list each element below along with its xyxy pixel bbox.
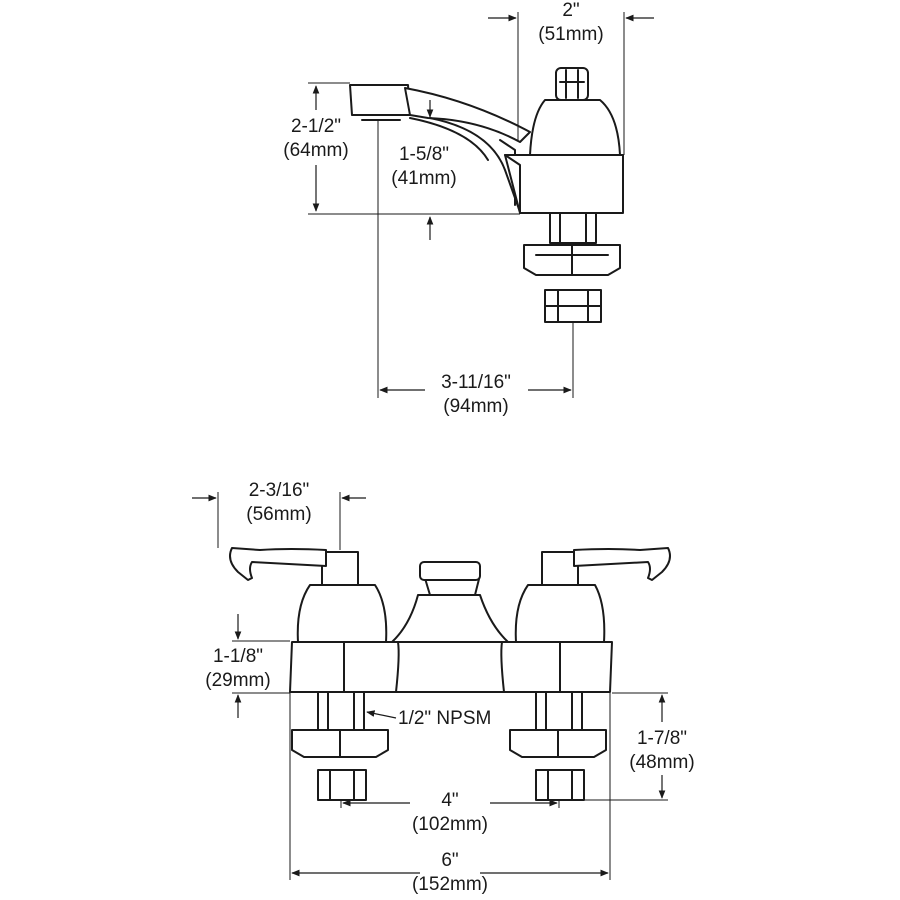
front-base [289, 641, 613, 693]
dim-shank-length-imperial: 1-7/8" [637, 728, 687, 749]
side-view-faucet [349, 67, 624, 323]
front-view-dimensions: 2-3/16" (56mm) 1-1/8" (29mm) 1/2" NPSM 1… [192, 480, 695, 895]
dim-handle-length-imperial: 2-3/16" [249, 480, 310, 501]
front-right-stem [541, 551, 579, 586]
front-left-coupling [317, 769, 367, 801]
dim-spout-reach-imperial: 3-11/16" [441, 372, 511, 393]
spout-outlet [349, 84, 411, 116]
front-left-stem [321, 551, 359, 586]
dim-spout-height-imperial: 2-1/2" [291, 116, 341, 137]
thread-callout: 1/2" NPSM [398, 708, 491, 729]
dim-handle-length-metric: (56mm) [246, 504, 311, 525]
front-left-lever [229, 547, 327, 581]
dim-outlet-clearance-metric: (41mm) [391, 168, 456, 189]
base-block-detail [504, 154, 521, 214]
dim-centers-imperial: 4" [441, 790, 458, 811]
dim-shank-length-metric: (48mm) [629, 752, 694, 773]
dim-overall-width-imperial: 6" [441, 850, 458, 871]
front-right-lever [573, 547, 671, 581]
dim-overall-width-metric: (152mm) [412, 874, 488, 895]
front-spout-outlet [419, 561, 481, 581]
dim-spout-reach-metric: (94mm) [443, 396, 508, 417]
front-left-shank [317, 691, 365, 731]
dim-centers-metric: (102mm) [412, 814, 488, 835]
dim-base-height-imperial: 1-1/8" [213, 646, 263, 667]
front-view-faucet [229, 547, 671, 801]
front-right-bonnet [514, 584, 606, 643]
side-view-dimensions: 2" (51mm) 2-1/2" (64mm) 1-5/8" (41mm) 3-… [283, 0, 654, 417]
spout-aerator [357, 114, 405, 121]
handle-cap-ribs [559, 69, 585, 99]
handle-bonnet [529, 99, 621, 156]
dim-outlet-clearance-imperial: 1-5/8" [399, 144, 449, 165]
dim-base-height-metric: (29mm) [205, 670, 270, 691]
dim-width-handle-imperial: 2" [562, 0, 579, 21]
base-block [504, 154, 624, 214]
spout-arm [404, 87, 531, 143]
handle-cap [555, 67, 589, 101]
side-shank [549, 212, 597, 244]
dim-width-handle-metric: (51mm) [538, 24, 603, 45]
front-left-bonnet [296, 584, 388, 643]
front-right-shank [535, 691, 583, 731]
dim-spout-height-metric: (64mm) [283, 140, 348, 161]
front-right-coupling [535, 769, 585, 801]
front-spout-housing [391, 594, 509, 643]
